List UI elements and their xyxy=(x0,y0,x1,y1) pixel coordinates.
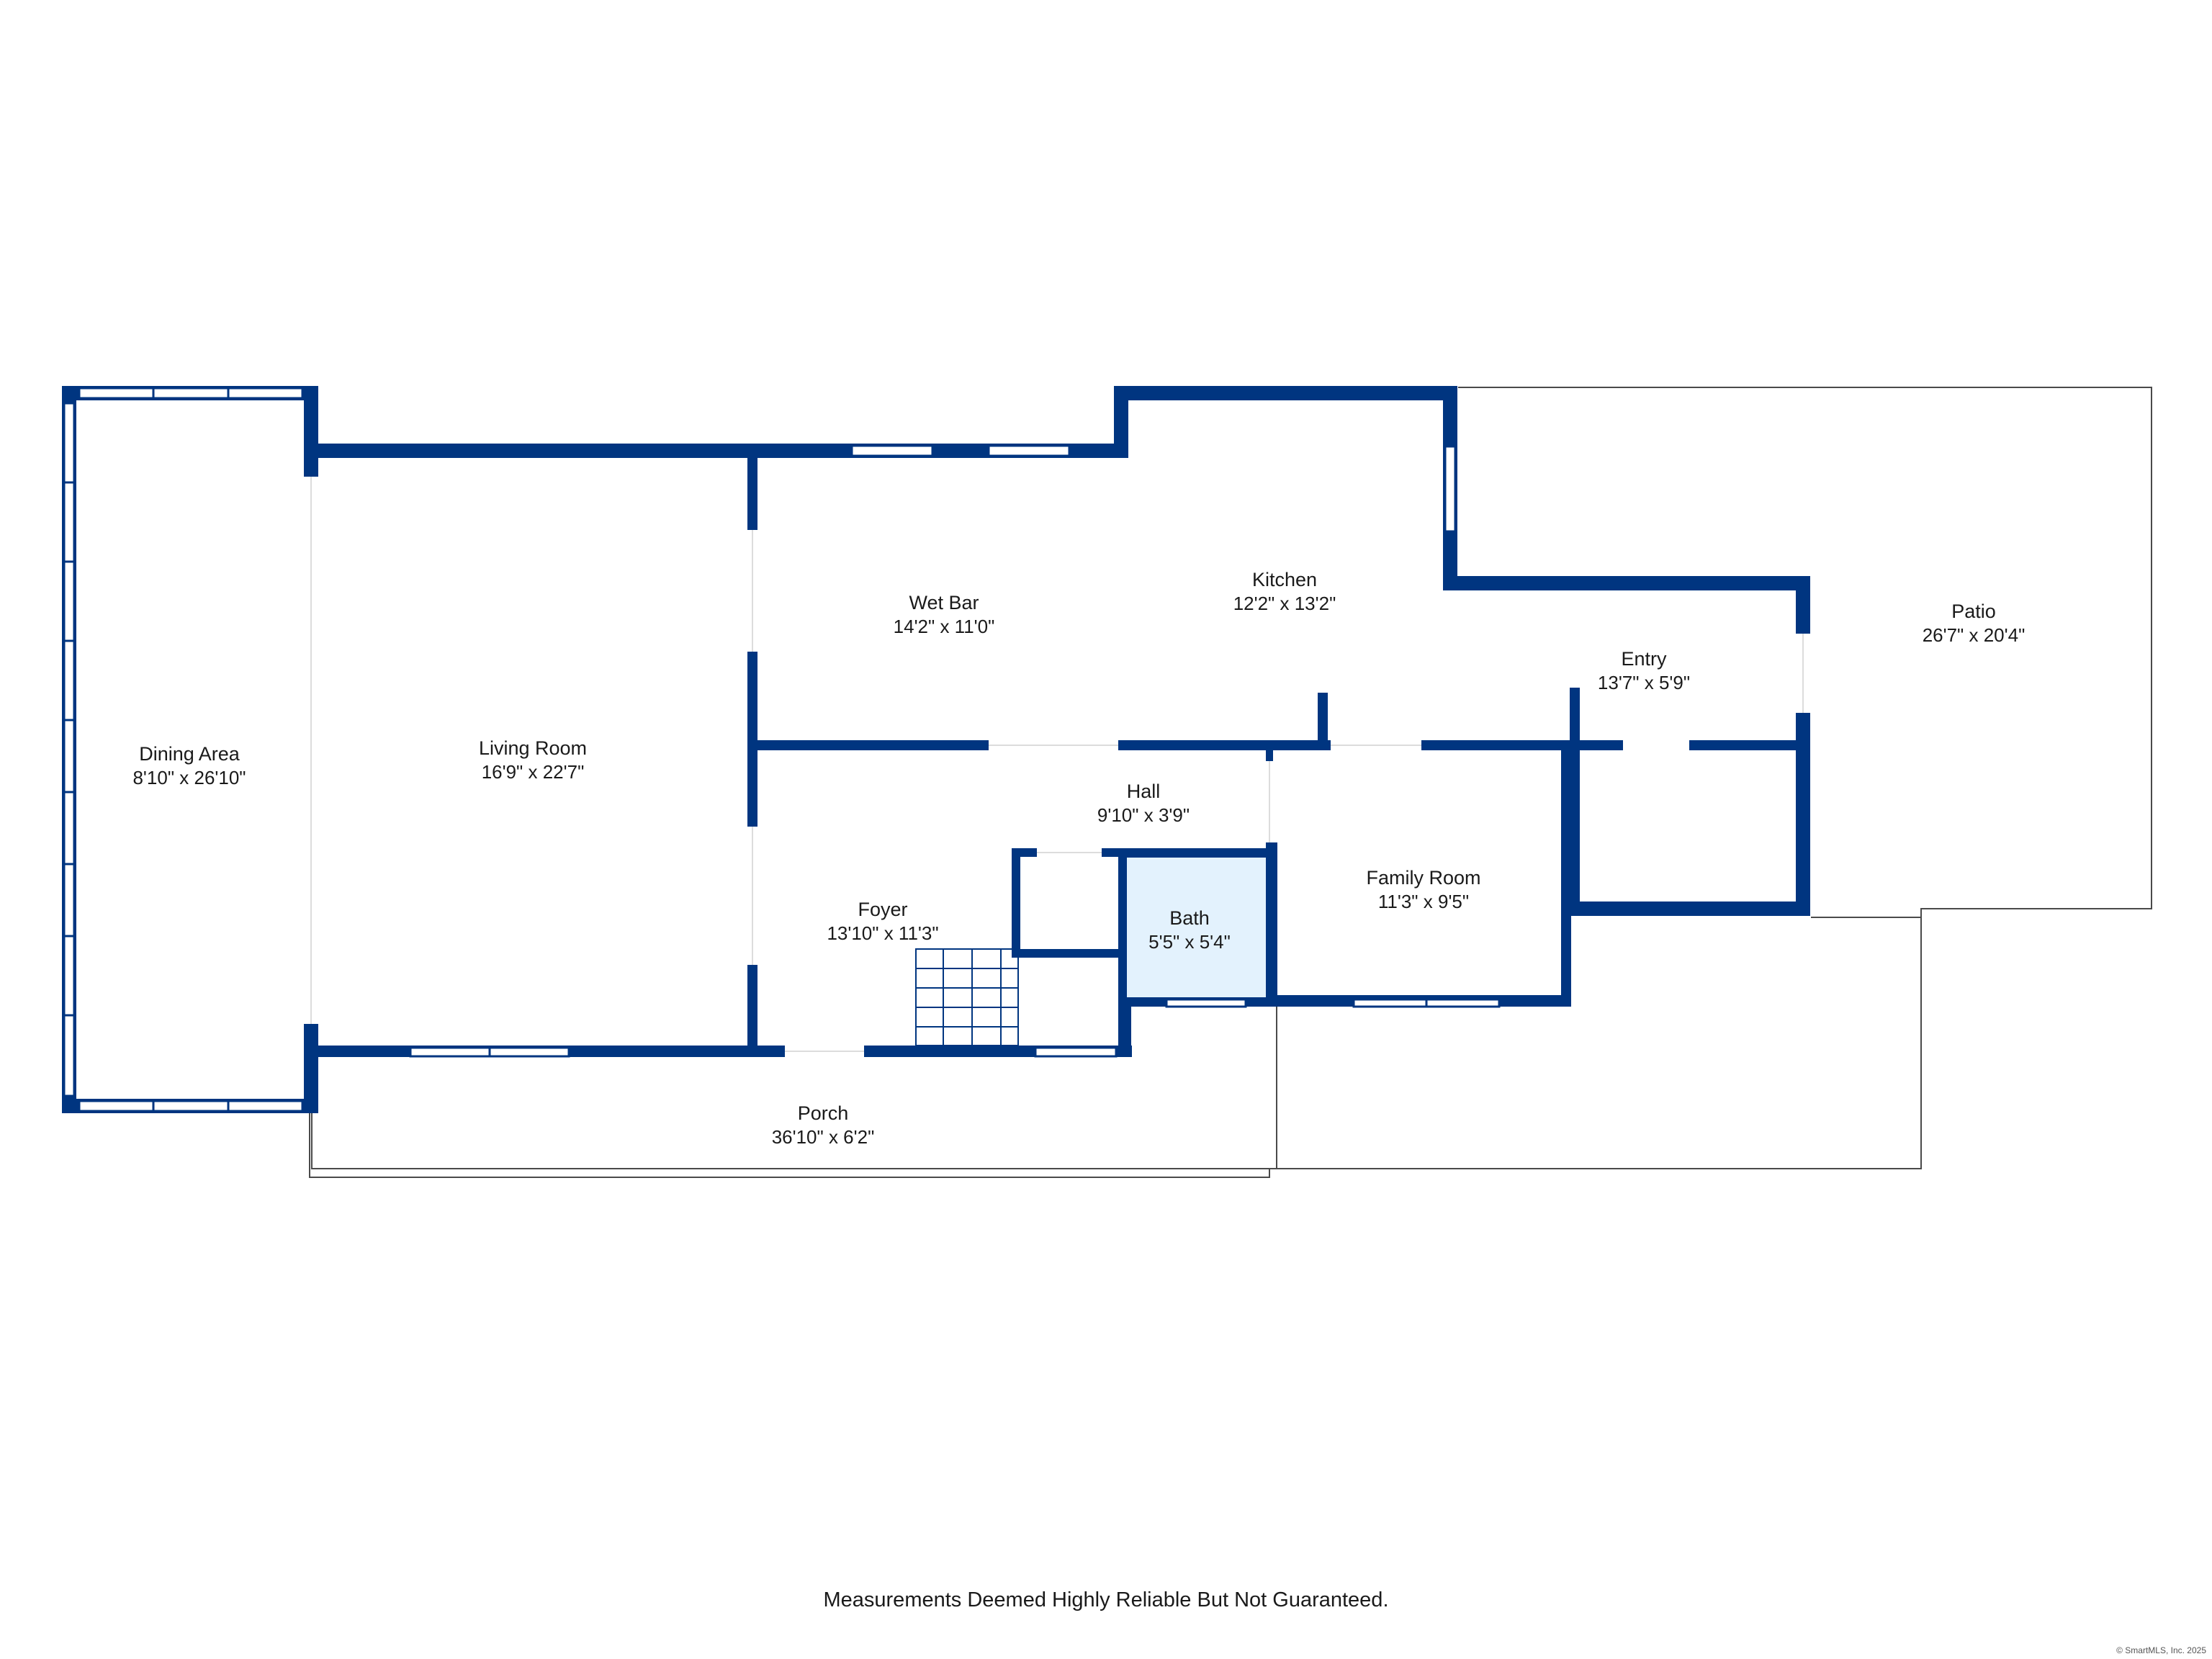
window xyxy=(1034,1046,1118,1058)
room-name-family: Family Room xyxy=(1366,867,1480,889)
room-name-porch: Porch xyxy=(798,1102,849,1124)
wall xyxy=(1561,749,1571,1007)
wall xyxy=(1689,740,1797,750)
room-name-bath: Bath xyxy=(1169,907,1210,929)
room-dims-foyer: 13'10" x 11'3" xyxy=(827,922,938,944)
wall xyxy=(1266,842,1277,1007)
room-dims-entry: 13'7" x 5'9" xyxy=(1598,672,1690,693)
windows xyxy=(63,387,1501,1112)
wall xyxy=(1012,848,1020,956)
wall xyxy=(1118,740,1331,750)
room-dims-hall: 9'10" x 3'9" xyxy=(1097,804,1190,826)
window xyxy=(1165,998,1247,1008)
wall xyxy=(304,1024,318,1113)
room-name-patio: Patio xyxy=(1951,601,1996,622)
window xyxy=(63,402,76,1097)
room-name-wetbar: Wet Bar xyxy=(909,592,979,613)
measurement-disclaimer: Measurements Deemed Highly Reliable But … xyxy=(823,1588,1389,1611)
porch-outline xyxy=(311,1082,1277,1169)
window xyxy=(1444,445,1457,533)
room-dims-bath: 5'5" x 5'4" xyxy=(1148,931,1231,953)
room-dims-porch: 36'10" x 6'2" xyxy=(772,1126,875,1148)
copyright-notice: © SmartMLS, Inc. 2025 xyxy=(2116,1645,2206,1655)
room-dims-living: 16'9" x 22'7" xyxy=(482,761,585,783)
wall xyxy=(1570,902,1810,916)
openings xyxy=(310,477,1804,1052)
window xyxy=(987,444,1071,457)
wall xyxy=(1118,848,1277,858)
wall xyxy=(747,451,757,530)
bath-floor xyxy=(1125,858,1267,998)
window xyxy=(78,1100,304,1112)
room-dims-dining: 8'10" x 26'10" xyxy=(132,767,246,788)
porch-outline-outer xyxy=(309,1058,1270,1178)
wall xyxy=(1114,386,1128,458)
stairs xyxy=(915,948,1019,1046)
room-name-entry: Entry xyxy=(1621,648,1667,670)
wall xyxy=(1012,949,1127,958)
room-dims-patio: 26'7" x 20'4" xyxy=(1923,624,2026,646)
wall xyxy=(1796,576,1810,634)
walls xyxy=(62,386,1810,1113)
room-name-kitchen: Kitchen xyxy=(1252,569,1317,590)
wall xyxy=(1118,997,1131,1057)
wall xyxy=(747,965,757,1053)
room-dims-kitchen: 12'2" x 13'2" xyxy=(1233,593,1336,614)
outdoor-outlines xyxy=(309,387,2152,1178)
room-name-hall: Hall xyxy=(1127,781,1161,802)
wall xyxy=(747,652,757,827)
window xyxy=(850,444,934,457)
wall xyxy=(1118,848,1127,1007)
room-labels: Dining Area 8'10" x 26'10" Living Room 1… xyxy=(132,569,2025,1148)
wall xyxy=(752,740,989,750)
wall xyxy=(1102,848,1127,857)
window xyxy=(78,387,304,400)
wall xyxy=(1580,740,1623,750)
room-name-dining: Dining Area xyxy=(139,743,240,765)
room-dims-family: 11'3" x 9'5" xyxy=(1378,891,1469,912)
wall xyxy=(1570,688,1580,916)
room-dims-wetbar: 14'2" x 11'0" xyxy=(894,616,995,637)
wall xyxy=(1796,713,1810,916)
wall xyxy=(1114,386,1457,400)
wall xyxy=(1443,576,1810,590)
wall xyxy=(1318,693,1328,749)
wall xyxy=(1266,750,1273,761)
room-name-foyer: Foyer xyxy=(858,899,907,920)
wall xyxy=(1421,740,1575,750)
room-name-living: Living Room xyxy=(479,737,587,759)
patio-outline xyxy=(1277,387,2152,1169)
wall xyxy=(304,386,318,477)
wall xyxy=(1012,848,1037,857)
